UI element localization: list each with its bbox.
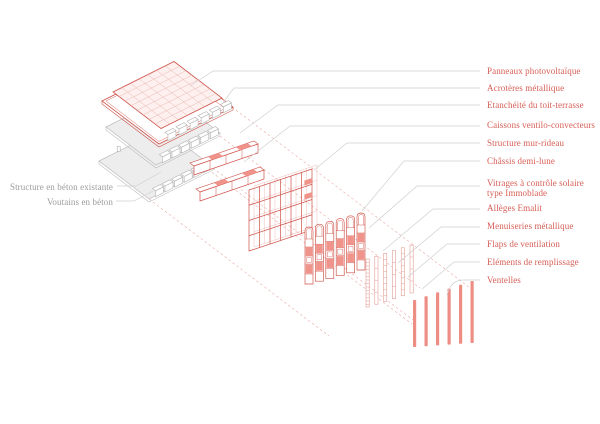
ventilo-convector-caissons	[189, 140, 265, 202]
metal-joinery-strips	[365, 244, 414, 308]
label-vitrages-line-2: type Immoblade	[487, 187, 548, 198]
label-ventelles: Ventelles	[487, 275, 521, 285]
label-menuiseries-metallique: Menuiseries métallique	[487, 221, 574, 231]
label-vitrages-controle-solaire: Vitrages à contrôle solaire type Immobla…	[487, 178, 584, 198]
leader-lines	[116, 70, 480, 296]
half-moon-arched-panels	[304, 212, 366, 285]
label-structure-beton-existante: Structure en béton existante	[9, 182, 113, 192]
label-alleges-emalit: Allèges Emalit	[487, 203, 543, 213]
pv-roof-assembly	[101, 61, 234, 148]
label-acroteres-metallique: Acrotères métallique	[487, 83, 565, 93]
curtain-wall-grid	[248, 164, 318, 252]
label-flaps-de-ventilation: Flaps de ventilation	[487, 239, 560, 249]
label-chassis-demi-lune: Châssis demi-lune	[487, 156, 555, 166]
label-etancheite-toit-terrasse: Etanchéité du toit-terrasse	[487, 100, 584, 110]
label-vitrages-line-1: Vitrages à contrôle solaire	[487, 178, 584, 188]
ventelle-louver-bars	[413, 281, 474, 347]
label-voutains-en-beton: Voutains en béton	[46, 197, 113, 207]
label-structure-mur-rideau: Structure mur-rideau	[487, 138, 565, 148]
label-caissons-ventilo-convecteurs: Caissons ventilo-convecteurs	[487, 120, 596, 130]
label-panneaux-photovoltaique: Panneaux photovoltaïque	[487, 66, 581, 76]
label-elements-de-remplissage: Eléments de remplissage	[487, 257, 579, 267]
